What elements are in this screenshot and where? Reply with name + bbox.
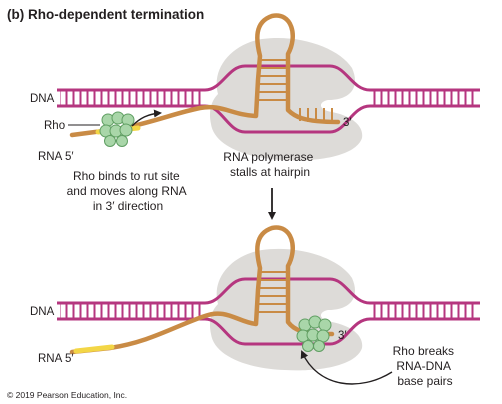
dna-base-pairs-right-bottom xyxy=(372,304,478,318)
five-prime-bottom: 5′ xyxy=(65,353,74,365)
hairpin-base-pairs-bottom xyxy=(257,271,288,313)
three-prime-bottom: 3′ xyxy=(338,330,347,342)
dna-label-top: DNA xyxy=(30,93,55,105)
dna-bottom-strand-bottom xyxy=(57,317,480,346)
dna-base-pairs-left-bottom xyxy=(60,304,204,318)
dna-base-pairs-right xyxy=(372,91,478,105)
rho-protein xyxy=(99,111,135,147)
rna-transcript-bottom xyxy=(69,225,335,355)
copyright-notice: © 2019 Pearson Education, Inc. xyxy=(7,390,127,400)
rna-transcript xyxy=(69,13,341,138)
caption-rho-binds: Rho binds to rut site and moves along RN… xyxy=(67,169,190,213)
hairpin-base-pairs xyxy=(257,59,288,101)
caption-rho-breaks: Rho breaks RNA-DNA base pairs xyxy=(393,344,458,388)
rho-breaks-arrow xyxy=(300,350,393,385)
dna-base-pairs-left xyxy=(60,91,204,105)
figure-title: (b) Rho-dependent termination xyxy=(7,7,204,22)
caption-polymerase-stalls: RNA polymerase stalls at hairpin xyxy=(223,150,316,179)
rho-direction-arrow xyxy=(131,109,162,127)
rna-dna-hybrid-pairs xyxy=(299,108,333,122)
rna-label-top: RNA xyxy=(38,151,63,163)
three-prime-top: 3′ xyxy=(343,117,352,129)
rut-site-bottom xyxy=(73,344,115,354)
rna-label-bottom: RNA xyxy=(38,353,63,365)
dna-label-bottom: DNA xyxy=(30,306,55,318)
five-prime-top: 5′ xyxy=(65,151,74,163)
rho-protein-bottom xyxy=(296,315,332,352)
top-panel: DNA Rho RNA 5′ 3′ Rho binds to rut site … xyxy=(30,13,480,213)
rho-label: Rho xyxy=(44,120,65,132)
bottom-panel: DNA RNA 5′ 3′ Rho breaks RNA-DNA base pa… xyxy=(30,225,480,388)
